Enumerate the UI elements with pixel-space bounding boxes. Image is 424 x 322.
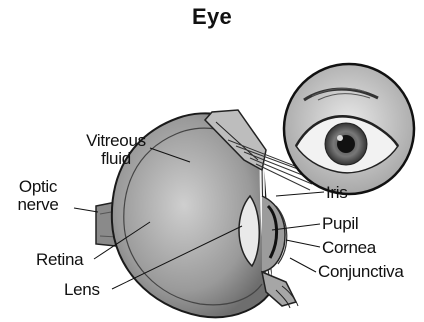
label-iris: Iris [326, 184, 347, 202]
label-vitreous-line1: Vitreous [80, 132, 152, 150]
label-pupil: Pupil [322, 215, 358, 233]
leader-iris [276, 192, 324, 196]
leader-conjunctiva [290, 258, 316, 272]
label-conjunctiva: Conjunctiva [318, 263, 404, 281]
label-vitreous-fluid: Vitreous fluid [80, 132, 152, 168]
label-lens: Lens [64, 281, 100, 299]
label-optic-nerve: Optic nerve [4, 178, 72, 214]
external-eye-inset [284, 64, 414, 194]
cornea-shape [262, 196, 287, 272]
label-optic-line2: nerve [4, 196, 72, 214]
lower-lid-shape [262, 272, 298, 308]
leader-optic-nerve [74, 208, 98, 212]
label-vitreous-line2: fluid [80, 150, 152, 168]
leader-cornea [286, 240, 320, 247]
label-optic-line1: Optic [4, 178, 72, 196]
label-cornea: Cornea [322, 239, 376, 257]
label-retina: Retina [36, 251, 83, 269]
